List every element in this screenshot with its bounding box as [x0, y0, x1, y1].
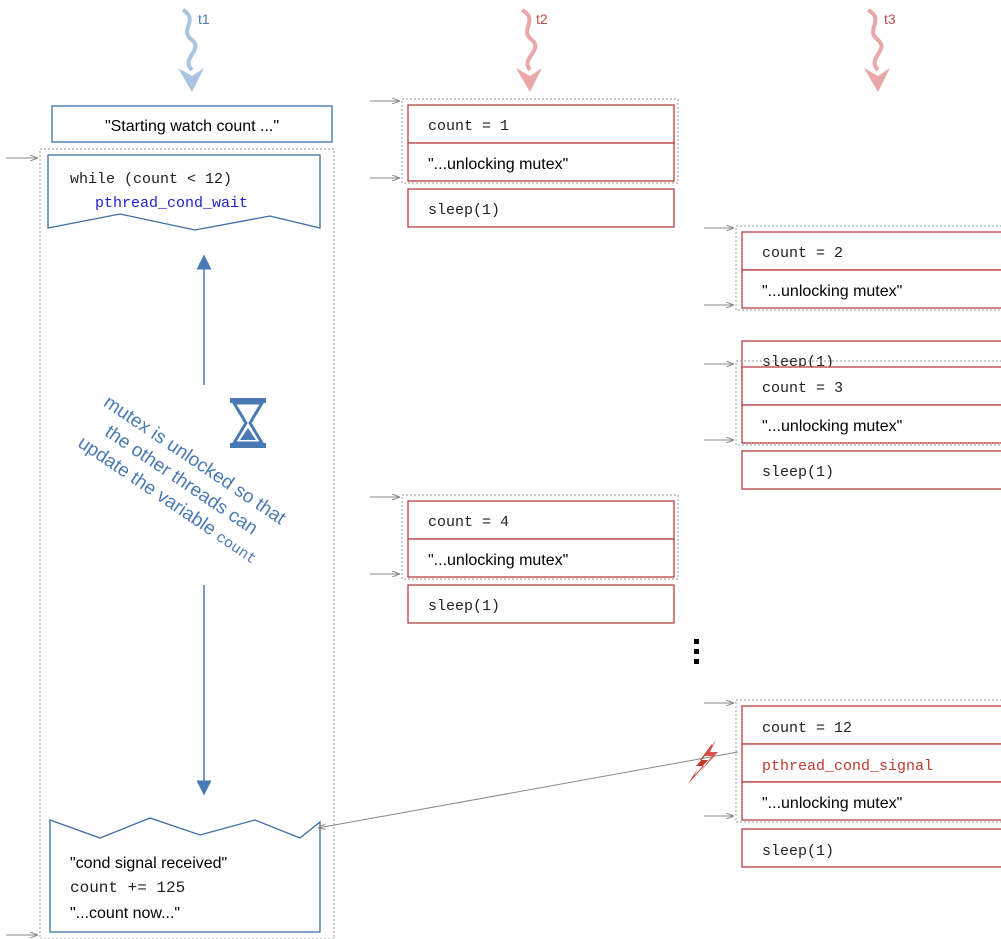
t2-group2-sleep-box	[407, 584, 675, 624]
thread-t2-marker: t2	[516, 8, 548, 92]
t3-arrowhead	[864, 68, 890, 92]
t1-mutex-note: mutex is unlocked so that the other thre…	[74, 392, 290, 568]
t3-group2-count: count = 3	[762, 380, 843, 397]
t2-group2-unlock-box	[407, 538, 675, 578]
signal-arrow	[318, 751, 739, 828]
vertical-ellipsis-icon	[694, 639, 699, 664]
t2-group1-count-box	[407, 104, 675, 144]
t1-while-box	[47, 154, 321, 231]
t3-group3-unlock: "...unlocking mutex"	[762, 795, 902, 812]
t3-group2-sleep-box	[741, 450, 1001, 490]
t3-group1-count: count = 2	[762, 245, 843, 262]
t1-wait-call: pthread_cond_wait	[95, 195, 248, 212]
t2-wavy-arrow	[520, 8, 538, 72]
t2-group2-count-box	[407, 500, 675, 540]
t3-group2-lock-region	[735, 360, 1001, 446]
t2-group1-lock-region	[401, 98, 679, 184]
t2-group1-sleep-box	[407, 188, 675, 228]
t3-group1-unlock-box	[741, 269, 1001, 309]
t3-group2-unlock: "...unlocking mutex"	[762, 418, 902, 435]
t2-group1-unlock-box	[407, 142, 675, 182]
t1-count-add: count += 125	[70, 879, 185, 897]
t1-count-now: "...count now..."	[70, 905, 180, 922]
t3-group3-count-box	[741, 705, 1001, 745]
t3-group3-sleep: sleep(1)	[762, 843, 834, 860]
t2-group2-unlock: "...unlocking mutex"	[428, 552, 568, 569]
t3-group3-signal: pthread_cond_signal	[762, 758, 933, 775]
t2-arrowhead	[516, 68, 542, 92]
t1-start-text: "Starting watch count ..."	[105, 118, 279, 135]
thread-t3-marker: t3	[864, 8, 896, 92]
t1-while-line: while (count < 12)	[70, 171, 232, 188]
t2-label: t2	[536, 11, 548, 27]
t3-group3-unlock-box	[741, 781, 1001, 821]
t3-group2-unlock-box	[741, 404, 1001, 444]
t3-group1-count-box	[741, 231, 1001, 271]
t3-label: t3	[884, 11, 896, 27]
t2-group1-sleep: sleep(1)	[428, 202, 500, 219]
t1-label: t1	[198, 11, 210, 27]
t3-group3-count: count = 12	[762, 720, 852, 737]
t3-group2-sleep: sleep(1)	[762, 464, 834, 481]
t1-received-text: "cond signal received"	[70, 855, 227, 872]
lightning-bolt-icon-inner	[700, 740, 718, 772]
t1-arrowhead	[178, 68, 204, 92]
lightning-bolt-icon	[688, 744, 712, 784]
t1-wait-container	[39, 148, 335, 939]
t2-group2-sleep: sleep(1)	[428, 598, 500, 615]
t3-group1-unlock: "...unlocking mutex"	[762, 283, 902, 300]
t3-group3-signal-box	[741, 743, 1001, 783]
t2-group1-unlock: "...unlocking mutex"	[428, 156, 568, 173]
thread-t1-marker: t1	[178, 8, 210, 92]
t1-start-box	[51, 105, 333, 143]
t3-group3-sleep-box	[741, 828, 1001, 868]
t3-group1-lock-region	[735, 225, 1001, 311]
t2-group2-lock-region	[401, 494, 679, 580]
t2-group2-count: count = 4	[428, 514, 509, 531]
t2-group1-count: count = 1	[428, 118, 509, 135]
t1-wavy-arrow	[181, 8, 198, 72]
t1-received-box	[49, 817, 321, 933]
hourglass-icon	[230, 398, 266, 448]
t3-wavy-arrow	[866, 8, 884, 72]
